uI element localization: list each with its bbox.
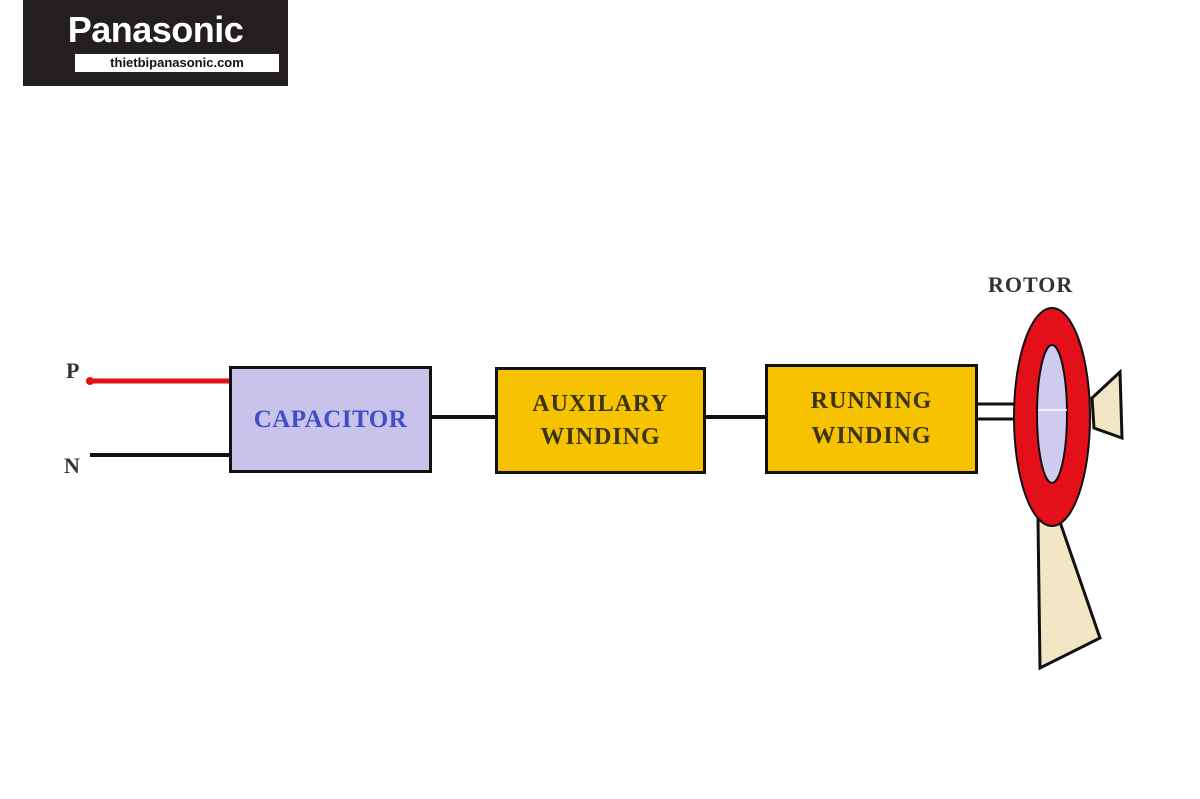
rotor-label: ROTOR (988, 272, 1074, 297)
fan-blade-right (1090, 368, 1124, 441)
capacitor-label: CAPACITOR (253, 405, 408, 433)
auxiliary-winding-label-line2: WINDING (540, 423, 661, 450)
logo-brand-text: Panasonic (67, 9, 244, 50)
rotor-core (1036, 344, 1068, 484)
phase-terminal-label: P (66, 358, 80, 383)
capacitor-block: CAPACITOR (229, 366, 432, 473)
logo-url-text: thietbipanasonic.com (75, 54, 279, 72)
running-winding-label-line1: RUNNING (810, 388, 933, 414)
auxiliary-winding-block: AUXILARY WINDING (495, 367, 706, 474)
auxiliary-winding-label-line1: AUXILARY (532, 390, 669, 417)
running-winding-label-line2: WINDING (811, 423, 932, 449)
running-winding-block: RUNNING WINDING (765, 364, 978, 474)
neutral-terminal-label: N (64, 453, 80, 478)
panasonic-logo: Panasonic thietbipanasonic.com (23, 0, 288, 86)
fan-blade-bottom (1036, 518, 1102, 671)
